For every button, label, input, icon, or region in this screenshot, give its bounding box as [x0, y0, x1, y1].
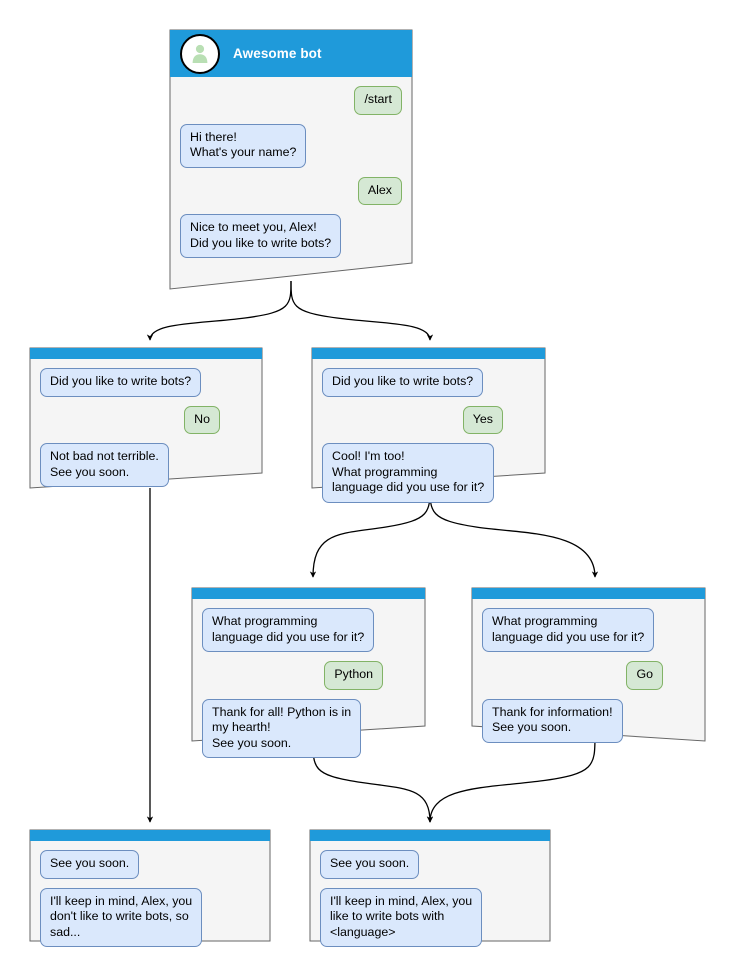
message-row: I'll keep in mind, Alex, you like to wri…: [320, 887, 540, 947]
message-row: Nice to meet you, Alex! Did you like to …: [180, 214, 402, 258]
message-row: Did you like to write bots?: [322, 368, 535, 397]
avatar-person-glyph: [192, 44, 208, 63]
node-start-header: Awesome bot: [170, 30, 412, 77]
bot-message-bubble: See you soon.: [40, 850, 140, 879]
node-python-branch-header: [192, 588, 425, 599]
message-row: See you soon.: [40, 850, 260, 879]
message-row: Go: [482, 661, 663, 690]
node-end-happy-chat: See you soon. I'll keep in mind, Alex, y…: [310, 841, 550, 957]
bot-message-bubble: Not bad not terrible. See you soon.: [40, 443, 169, 487]
bot-message-bubble: Thank for information! See you soon.: [482, 698, 623, 743]
message-row: Thank for information! See you soon.: [482, 698, 695, 743]
user-message-bubble: Go: [626, 661, 663, 690]
bot-name-label: Awesome bot: [233, 46, 322, 61]
node-yes-branch[interactable]: Did you like to write bots? Yes Cool! I'…: [311, 347, 546, 503]
node-python-branch-chat: What programming language did you use fo…: [192, 599, 425, 768]
node-no-branch[interactable]: Did you like to write bots? No Not bad n…: [29, 347, 263, 489]
user-message-bubble: Yes: [462, 405, 503, 434]
message-row: Not bad not terrible. See you soon.: [40, 443, 252, 487]
node-python-branch[interactable]: What programming language did you use fo…: [191, 587, 426, 758]
node-yes-branch-header: [312, 348, 545, 359]
node-start[interactable]: Awesome bot /start Hi there! What's your…: [169, 29, 413, 290]
message-row: See you soon.: [320, 850, 540, 879]
node-yes-branch-chat: Did you like to write bots? Yes Cool! I'…: [312, 359, 545, 513]
message-row: Python: [202, 661, 383, 690]
bot-message-bubble: I'll keep in mind, Alex, you don't like …: [40, 887, 203, 947]
bot-message-bubble: What programming language did you use fo…: [202, 608, 375, 652]
message-row: Yes: [322, 405, 503, 434]
user-message-bubble: /start: [354, 86, 402, 115]
user-message-bubble: Alex: [357, 176, 402, 205]
node-no-branch-header: [30, 348, 262, 359]
message-row: Hi there! What's your name?: [180, 123, 402, 168]
node-go-branch[interactable]: What programming language did you use fo…: [471, 587, 706, 743]
bot-message-bubble: Nice to meet you, Alex! Did you like to …: [180, 214, 342, 258]
bot-message-bubble: Hi there! What's your name?: [180, 123, 307, 168]
node-start-chat: /start Hi there! What's your name? Alex …: [170, 77, 412, 268]
person-avatar-icon: [180, 33, 220, 74]
bot-message-bubble: I'll keep in mind, Alex, you like to wri…: [320, 887, 483, 947]
message-row: What programming language did you use fo…: [482, 608, 695, 652]
bot-message-bubble: Thank for all! Python is in my hearth! S…: [202, 698, 362, 758]
message-row: What programming language did you use fo…: [202, 608, 415, 652]
message-row: Cool! I'm too! What programming language…: [322, 443, 535, 503]
node-end-sad[interactable]: See you soon. I'll keep in mind, Alex, y…: [29, 829, 271, 947]
message-row: /start: [180, 86, 402, 115]
bot-message-bubble: See you soon.: [320, 850, 420, 879]
user-message-bubble: Python: [324, 661, 383, 690]
message-row: I'll keep in mind, Alex, you don't like …: [40, 887, 260, 947]
bot-message-bubble: Did you like to write bots?: [322, 368, 484, 397]
message-row: Alex: [180, 176, 402, 205]
bot-message-bubble: Did you like to write bots?: [40, 368, 202, 397]
node-end-sad-header: [30, 830, 270, 841]
bot-message-bubble: What programming language did you use fo…: [482, 608, 655, 652]
user-message-bubble: No: [184, 405, 220, 434]
message-row: No: [40, 405, 220, 434]
node-go-branch-header: [472, 588, 705, 599]
node-end-happy-header: [310, 830, 550, 841]
node-no-branch-chat: Did you like to write bots? No Not bad n…: [30, 359, 262, 497]
bot-message-bubble: Cool! I'm too! What programming language…: [322, 443, 495, 503]
message-row: Thank for all! Python is in my hearth! S…: [202, 698, 415, 758]
node-end-sad-chat: See you soon. I'll keep in mind, Alex, y…: [30, 841, 270, 957]
node-end-happy[interactable]: See you soon. I'll keep in mind, Alex, y…: [309, 829, 551, 947]
message-row: Did you like to write bots?: [40, 368, 252, 397]
node-go-branch-chat: What programming language did you use fo…: [472, 599, 705, 753]
